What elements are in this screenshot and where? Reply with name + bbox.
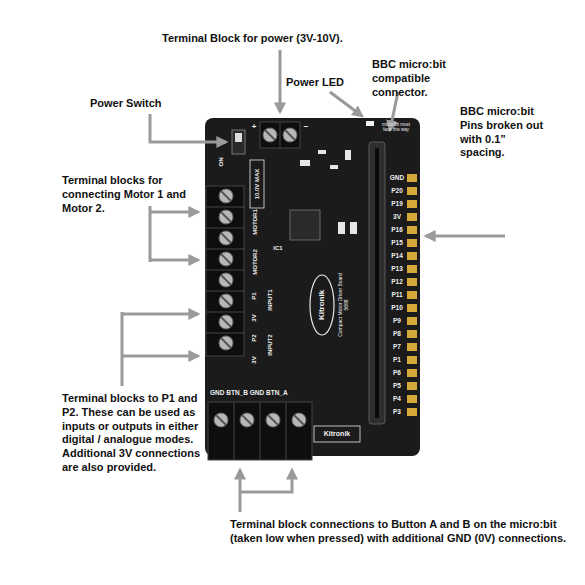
pin-label: P5 — [393, 382, 401, 389]
pin-label: P8 — [393, 330, 401, 337]
callout-label: Terminal blocks for connecting Motor 1 a… — [62, 174, 212, 215]
pin-label: P13 — [391, 265, 403, 272]
silkscreen-text: MOTOR1 — [252, 209, 259, 235]
pin-pads — [407, 174, 417, 416]
pin-label: P19 — [391, 200, 403, 207]
button-terminals — [208, 402, 312, 460]
callout-label: Terminal blocks to P1 and P2. These can … — [62, 392, 202, 475]
callout-label: Terminal Block for power (3V-10V). — [162, 32, 422, 46]
callout-label: Terminal block connections to Button A a… — [230, 518, 570, 546]
callout-label: Power LED — [286, 76, 344, 90]
logo-oval — [310, 275, 334, 335]
motor-input-terminals — [206, 186, 244, 356]
silkscreen-text: 3V — [251, 356, 258, 363]
silkscreen-text: INPUT2 — [267, 334, 274, 355]
silkscreen-text: micro:bit must face this way — [378, 123, 414, 133]
silkscreen-text: − — [304, 123, 309, 132]
pin-label: P11 — [391, 291, 402, 298]
pin-label: P15 — [391, 239, 403, 246]
edge-connector — [369, 142, 385, 424]
pin-label: P16 — [391, 226, 403, 233]
smd-parts — [300, 150, 357, 234]
silkscreen-text: 3V — [251, 314, 258, 321]
pin-label: P9 — [393, 317, 401, 324]
callout-label: BBC micro:bit compatible connector. — [372, 58, 484, 99]
pin-label: P12 — [391, 278, 403, 285]
silkscreen-text: + — [252, 123, 257, 132]
pin-label: GND — [390, 174, 404, 181]
pin-label: P4 — [393, 395, 401, 402]
power-led — [366, 121, 374, 126]
silkscreen-text: MOTOR2 — [252, 249, 259, 275]
silkscreen-text: P1 — [251, 292, 258, 299]
callout-label: BBC micro:bit Pins broken out with 0.1” … — [460, 105, 552, 160]
silkscreen-text: ON — [218, 158, 225, 167]
pin-label: P14 — [391, 252, 403, 259]
silkscreen-text: P2 — [251, 334, 258, 341]
pin-label: P1 — [393, 356, 401, 363]
driver-ic — [290, 210, 320, 240]
pin-label: P20 — [391, 187, 403, 194]
pin-label: P10 — [391, 304, 403, 311]
power-terminal — [260, 122, 300, 148]
pin-label: P6 — [393, 369, 401, 376]
silkscreen-text: Compact Motor Driver Board 5698 — [338, 270, 349, 340]
pin-label: 3V — [393, 213, 401, 220]
logo-text: Kitronik — [324, 430, 350, 438]
power-switch — [232, 130, 245, 154]
silkscreen-text: INPUT1 — [267, 289, 274, 310]
silkscreen-text: IC1 — [273, 245, 282, 252]
silkscreen-text: GND BTN_B GND BTN_A — [210, 389, 288, 397]
silkscreen-text: 10.0V MAX — [254, 169, 261, 200]
pin-label: P7 — [393, 343, 401, 350]
callout-label: Power Switch — [90, 97, 162, 111]
pin-label: P3 — [393, 408, 401, 415]
logo-text: Kitronik — [318, 290, 327, 320]
